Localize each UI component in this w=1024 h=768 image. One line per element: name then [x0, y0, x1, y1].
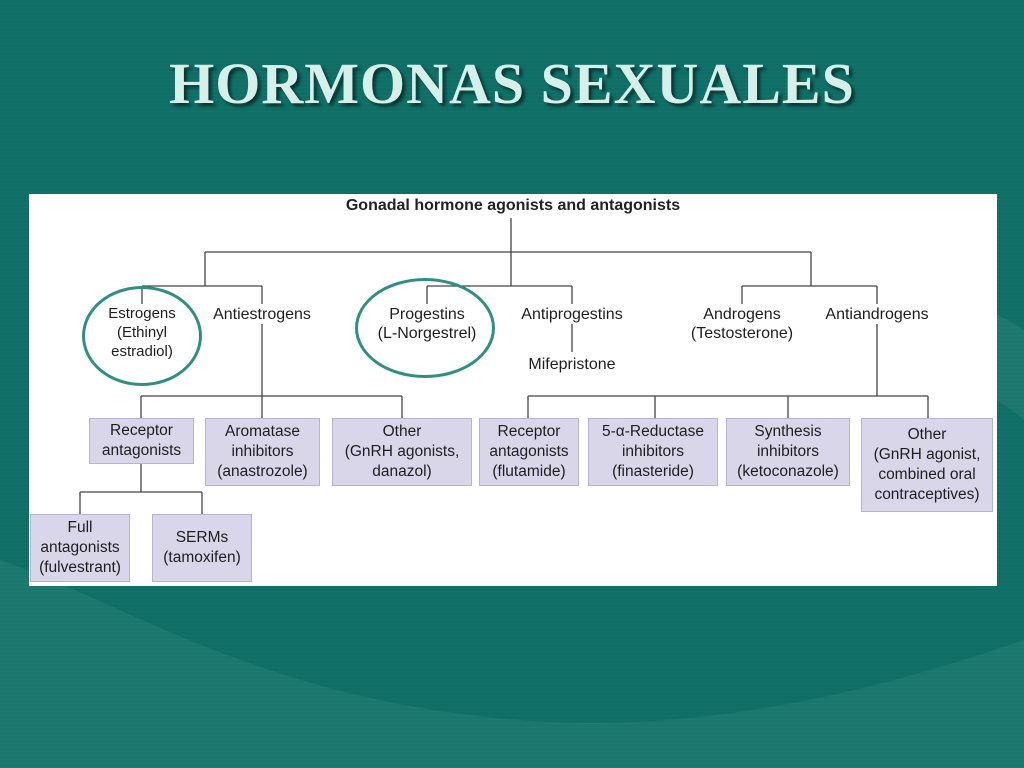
box-receptor-antagonists-flutamide: Receptor antagonists (flutamide) [479, 418, 579, 486]
slide-title: HORMONAS SEXUALES [169, 51, 855, 116]
box-full-antagonists: Full antagonists (fulvestrant) [30, 514, 130, 582]
node-antiestrogens: Antiestrogens [213, 306, 311, 323]
box-receptor-antagonists: Receptor antagonists [89, 418, 194, 464]
box-antiandrogen-other: Other (GnRH agonist, combined oral contr… [861, 418, 993, 512]
highlight-ring-progestins [355, 278, 495, 378]
box-antiestrogen-other: Other (GnRH agonists, danazol) [332, 418, 472, 486]
diagram-figure: Gonadal hormone agonists and antagonists… [29, 194, 997, 586]
node-antiprogestins: Antiprogestins [521, 306, 623, 323]
box-aromatase-inhibitors: Aromatase inhibitors (anastrozole) [205, 418, 320, 486]
highlight-ring-estrogens [82, 286, 202, 386]
box-serms: SERMs (tamoxifen) [152, 514, 252, 582]
box-5a-reductase-inhibitors: 5-α-Reductase inhibitors (finasteride) [588, 418, 718, 486]
diagram-title: Gonadal hormone agonists and antagonists [345, 197, 681, 214]
node-androgens: Androgens (Testosterone) [690, 306, 794, 342]
tree-connectors [79, 218, 929, 514]
box-synthesis-inhibitors: Synthesis inhibitors (ketoconazole) [726, 418, 850, 486]
node-antiandrogens: Antiandrogens [825, 306, 929, 323]
node-mifepristone: Mifepristone [528, 356, 616, 373]
